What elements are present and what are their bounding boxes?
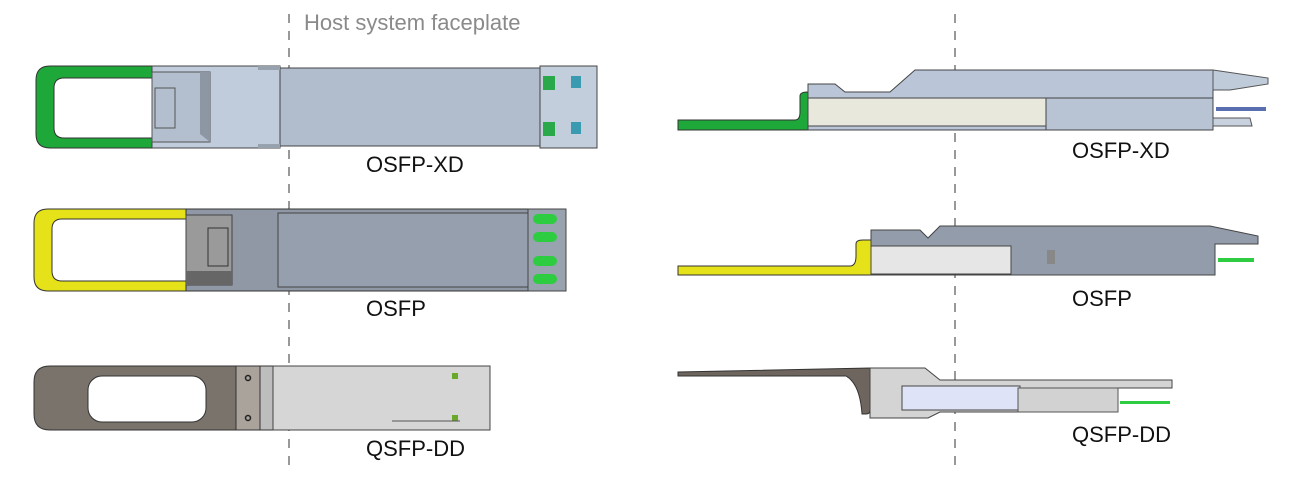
top-osfp-module xyxy=(33,208,567,292)
top-osfp-xd-module xyxy=(35,65,598,149)
top-label-qsfp-dd: QSFP-DD xyxy=(366,436,465,461)
side-osfp-xd-profile xyxy=(677,69,1269,131)
top-label-osfp: OSFP xyxy=(366,296,426,321)
faceplate-title: Host system faceplate xyxy=(304,10,521,35)
side-label-osfp-xd: OSFP-XD xyxy=(1072,138,1170,163)
side-osfp-profile xyxy=(677,225,1259,276)
top-qsfp-dd-module xyxy=(33,365,491,431)
side-qsfp-dd-profile xyxy=(677,367,1173,419)
side-label-qsfp-dd: QSFP-DD xyxy=(1072,422,1171,447)
top-label-osfp-xd: OSFP-XD xyxy=(366,152,464,177)
side-label-osfp: OSFP xyxy=(1072,286,1132,311)
